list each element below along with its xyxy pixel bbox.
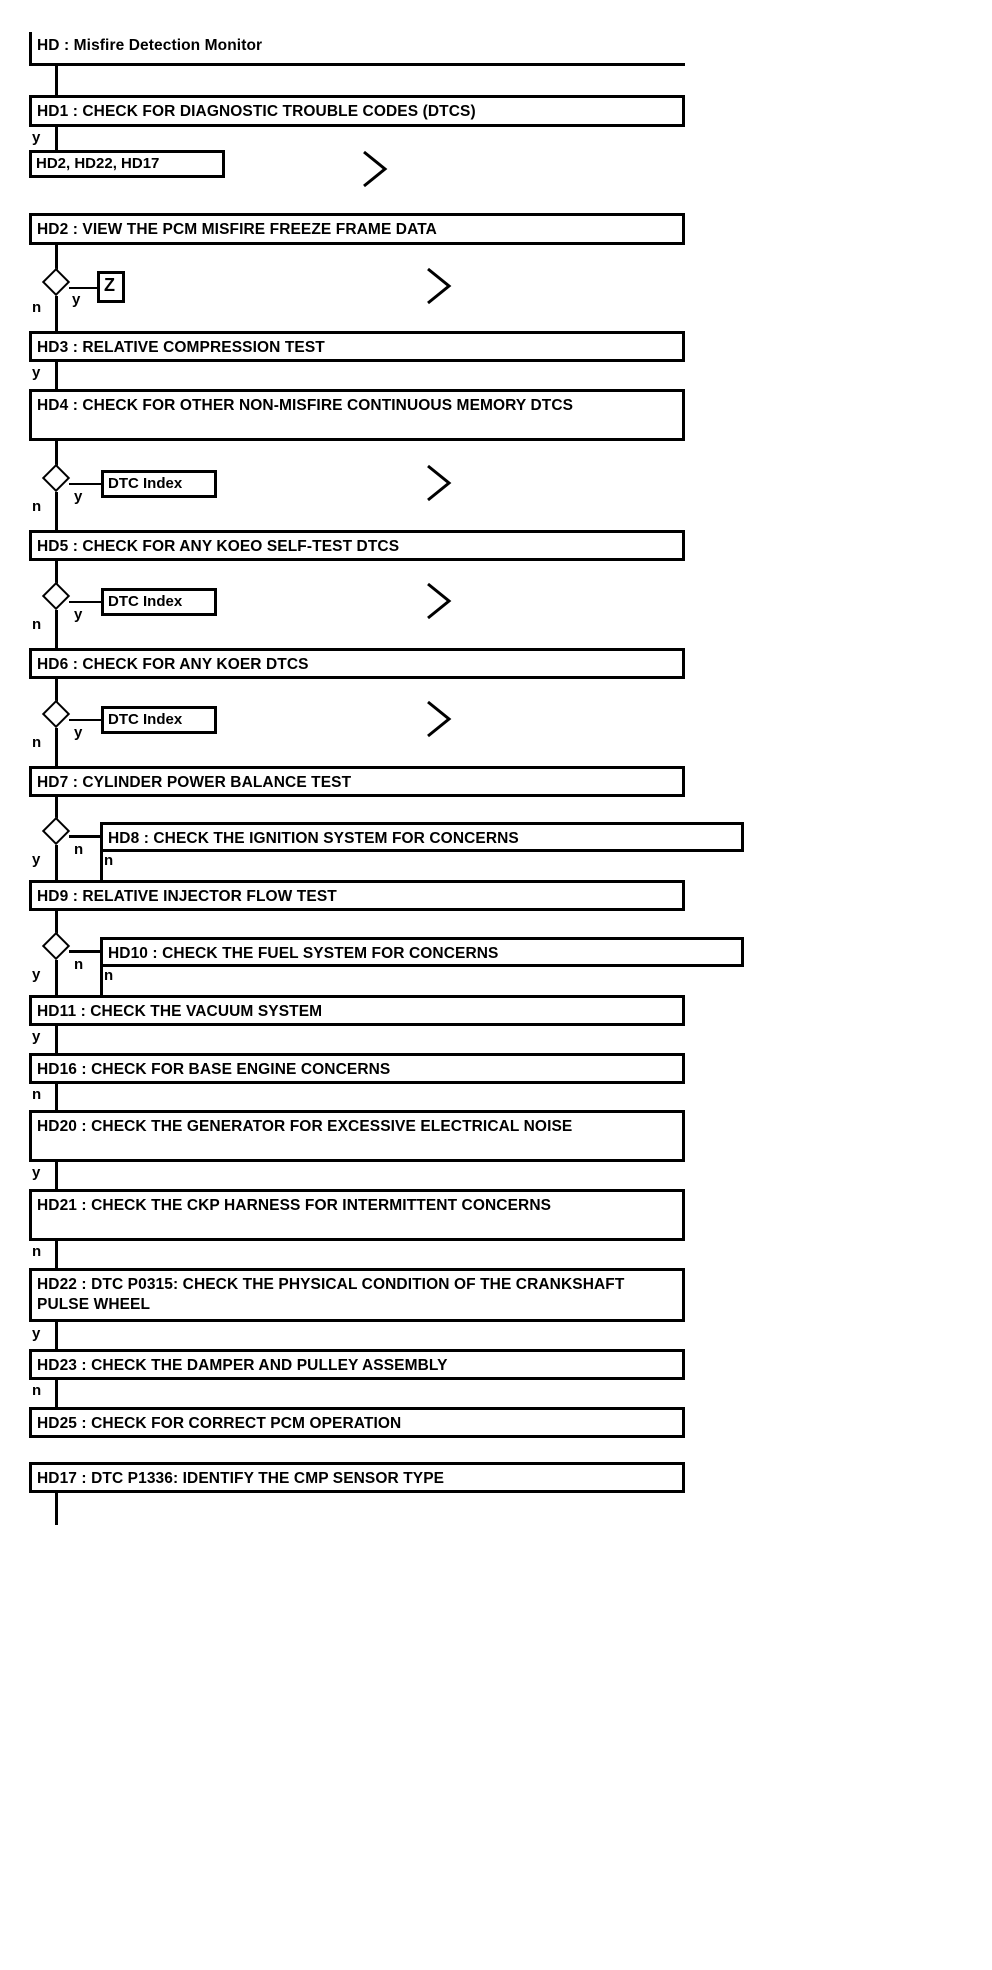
edge-label-hd1-yes: y (32, 129, 41, 146)
node-hd17[interactable]: HD17 : DTC P1336: IDENTIFY THE CMP SENSO… (29, 1462, 685, 1493)
edge-hd7-no-branch (69, 835, 102, 838)
edge-hd8-return (100, 852, 103, 880)
edge-hd10-return (100, 967, 103, 995)
edge-hd22-to-hd23 (55, 1322, 58, 1349)
edge-label-hd21-no: n (32, 1243, 42, 1260)
node-hd7[interactable]: HD7 : CYLINDER POWER BALANCE TEST (29, 766, 685, 797)
edge-label-hd22-yes: y (32, 1325, 41, 1342)
edge-hd2-yes-branch (69, 287, 101, 289)
edge-hd2-to-hd3 (55, 296, 58, 331)
decision-diamond-hd7[interactable] (41, 816, 71, 846)
edge-hd5-to-decision (55, 561, 58, 586)
node-ref-dtc-index-1[interactable]: DTC Index (101, 470, 217, 498)
node-ref-dtc-index-3[interactable]: DTC Index (101, 706, 217, 734)
edge-hd9-no-branch (69, 950, 102, 953)
edge-label-hd16-no: n (32, 1086, 42, 1103)
node-hd3[interactable]: HD3 : RELATIVE COMPRESSION TEST (29, 331, 685, 362)
node-ref-hd2-hd22-hd17[interactable]: HD2, HD22, HD17 (29, 150, 225, 178)
edge-label-hd9-no: n (74, 956, 84, 973)
edge-label-hd8-no: n (104, 852, 114, 869)
continuation-chevron-icon-4 (422, 580, 456, 622)
edge-label-hd7-yes: y (32, 851, 41, 868)
edge-label-hd7-no: n (74, 841, 84, 858)
node-hd2[interactable]: HD2 : VIEW THE PCM MISFIRE FREEZE FRAME … (29, 213, 685, 245)
edge-hd21-to-hd22 (55, 1241, 58, 1268)
decision-diamond-hd6[interactable] (41, 699, 71, 729)
edge-label-hd5-no: n (32, 616, 42, 633)
node-hd21[interactable]: HD21 : CHECK THE CKP HARNESS FOR INTERMI… (29, 1189, 685, 1241)
edge-hd2-to-decision (55, 245, 58, 272)
node-hd22[interactable]: HD22 : DTC P0315: CHECK THE PHYSICAL CON… (29, 1268, 685, 1322)
edge-hd16-to-hd20 (55, 1084, 58, 1110)
edge-hd6-to-decision (55, 679, 58, 704)
edge-label-hd4-no: n (32, 498, 42, 515)
node-hd10[interactable]: HD10 : CHECK THE FUEL SYSTEM FOR CONCERN… (100, 937, 744, 967)
node-hd16[interactable]: HD16 : CHECK FOR BASE ENGINE CONCERNS (29, 1053, 685, 1084)
decision-diamond-hd2[interactable] (41, 267, 71, 297)
edge-label-hd6-no: n (32, 734, 42, 751)
edge-label-hd2-yes: y (72, 291, 81, 308)
node-ref-dtc-index-2[interactable]: DTC Index (101, 588, 217, 616)
edge-hd9-to-hd11 (55, 960, 58, 995)
edge-hd1-to-ref1 (55, 127, 58, 152)
edge-hd6-to-hd7 (55, 728, 58, 766)
continuation-chevron-icon-3 (422, 462, 456, 504)
edge-hd5-to-hd6 (55, 610, 58, 648)
node-hd20[interactable]: HD20 : CHECK THE GENERATOR FOR EXCESSIVE… (29, 1110, 685, 1162)
edge-label-hd5-yes: y (74, 606, 83, 623)
edge-hd23-to-hd25 (55, 1380, 58, 1407)
node-hd6[interactable]: HD6 : CHECK FOR ANY KOER DTCS (29, 648, 685, 679)
decision-diamond-hd4[interactable] (41, 463, 71, 493)
edge-hd20-to-hd21 (55, 1162, 58, 1189)
continuation-chevron-icon-1 (358, 148, 392, 190)
edge-hd17-continues (55, 1493, 58, 1525)
edge-hd7-to-decision (55, 797, 58, 821)
continuation-chevron-icon-5 (422, 698, 456, 740)
node-ref-z[interactable]: Z (97, 271, 125, 303)
edge-label-hd3-yes: y (32, 364, 41, 381)
node-hd11[interactable]: HD11 : CHECK THE VACUUM SYSTEM (29, 995, 685, 1026)
edge-hd6-yes-branch (69, 719, 104, 721)
edge-label-hd6-yes: y (74, 724, 83, 741)
continuation-chevron-icon-2 (422, 265, 456, 307)
decision-diamond-hd5[interactable] (41, 581, 71, 611)
edge-hd4-to-decision (55, 441, 58, 467)
edge-label-hd2-no: n (32, 299, 42, 316)
edge-label-hd20-yes: y (32, 1164, 41, 1181)
edge-hd3-to-hd4 (55, 362, 58, 389)
node-hd9[interactable]: HD9 : RELATIVE INJECTOR FLOW TEST (29, 880, 685, 911)
edge-label-hd4-yes: y (74, 488, 83, 505)
decision-diamond-hd9[interactable] (41, 931, 71, 961)
edge-hd5-yes-branch (69, 601, 104, 603)
edge-label-hd9-yes: y (32, 966, 41, 983)
node-hd1[interactable]: HD1 : CHECK FOR DIAGNOSTIC TROUBLE CODES… (29, 95, 685, 127)
edge-hd7-to-hd9 (55, 845, 58, 880)
edge-label-hd10-no: n (104, 967, 114, 984)
edge-label-hd23-no: n (32, 1382, 42, 1399)
edge-hd9-to-decision (55, 911, 58, 935)
node-hd-title[interactable]: HD : Misfire Detection Monitor (29, 32, 685, 66)
node-hd8[interactable]: HD8 : CHECK THE IGNITION SYSTEM FOR CONC… (100, 822, 744, 852)
node-hd23[interactable]: HD23 : CHECK THE DAMPER AND PULLEY ASSEM… (29, 1349, 685, 1380)
edge-hd-to-hd1 (55, 66, 58, 97)
edge-hd4-to-hd5 (55, 492, 58, 530)
node-hd4[interactable]: HD4 : CHECK FOR OTHER NON-MISFIRE CONTIN… (29, 389, 685, 441)
edge-label-hd11-yes: y (32, 1028, 41, 1045)
edge-hd11-to-hd16 (55, 1026, 58, 1053)
edge-hd4-yes-branch (69, 483, 104, 485)
node-hd5[interactable]: HD5 : CHECK FOR ANY KOEO SELF-TEST DTCS (29, 530, 685, 561)
node-hd25[interactable]: HD25 : CHECK FOR CORRECT PCM OPERATION (29, 1407, 685, 1438)
